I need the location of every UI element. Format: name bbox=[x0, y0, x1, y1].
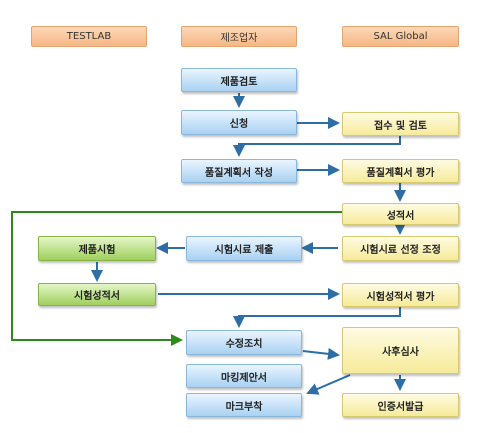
node-receipt-review: 접수 및 검토 bbox=[342, 112, 459, 136]
node-mark-attach: 마크부착 bbox=[186, 393, 302, 417]
node-cert-issue: 인증서발급 bbox=[342, 393, 459, 417]
node-test-report: 시험성적서 bbox=[38, 283, 156, 306]
arrow-corrective-to-audit bbox=[302, 347, 340, 360]
header-sal-global: SAL Global bbox=[342, 26, 459, 47]
node-test-report-eval: 시험성적서 평가 bbox=[342, 283, 459, 307]
node-product-test: 제품시험 bbox=[38, 236, 156, 261]
header-testlab: TESTLAB bbox=[31, 26, 147, 47]
node-product-review: 제품검토 bbox=[181, 68, 297, 92]
node-quality-plan-eval: 품질계획서 평가 bbox=[342, 159, 459, 183]
node-application: 신청 bbox=[181, 110, 297, 135]
arrow-audit-to-mark bbox=[306, 374, 351, 395]
arrow-receipt-to-plan bbox=[233, 136, 401, 157]
arrow-eval-to-corrective bbox=[233, 307, 401, 328]
node-report: 성적서 bbox=[342, 203, 459, 225]
node-test-sample-submit: 시험시료 제출 bbox=[186, 236, 302, 261]
header-manufacturer: 제조업자 bbox=[181, 26, 297, 47]
node-test-sample-select: 시험시료 선정 조정 bbox=[342, 236, 459, 261]
node-mark-application: 마킹제안서 bbox=[186, 364, 302, 388]
node-corrective-action: 수정조치 bbox=[186, 330, 302, 355]
green-loop-line bbox=[11, 211, 346, 346]
node-post-audit: 사후심사 bbox=[342, 327, 459, 374]
node-quality-plan-write: 품질계획서 작성 bbox=[181, 159, 297, 183]
